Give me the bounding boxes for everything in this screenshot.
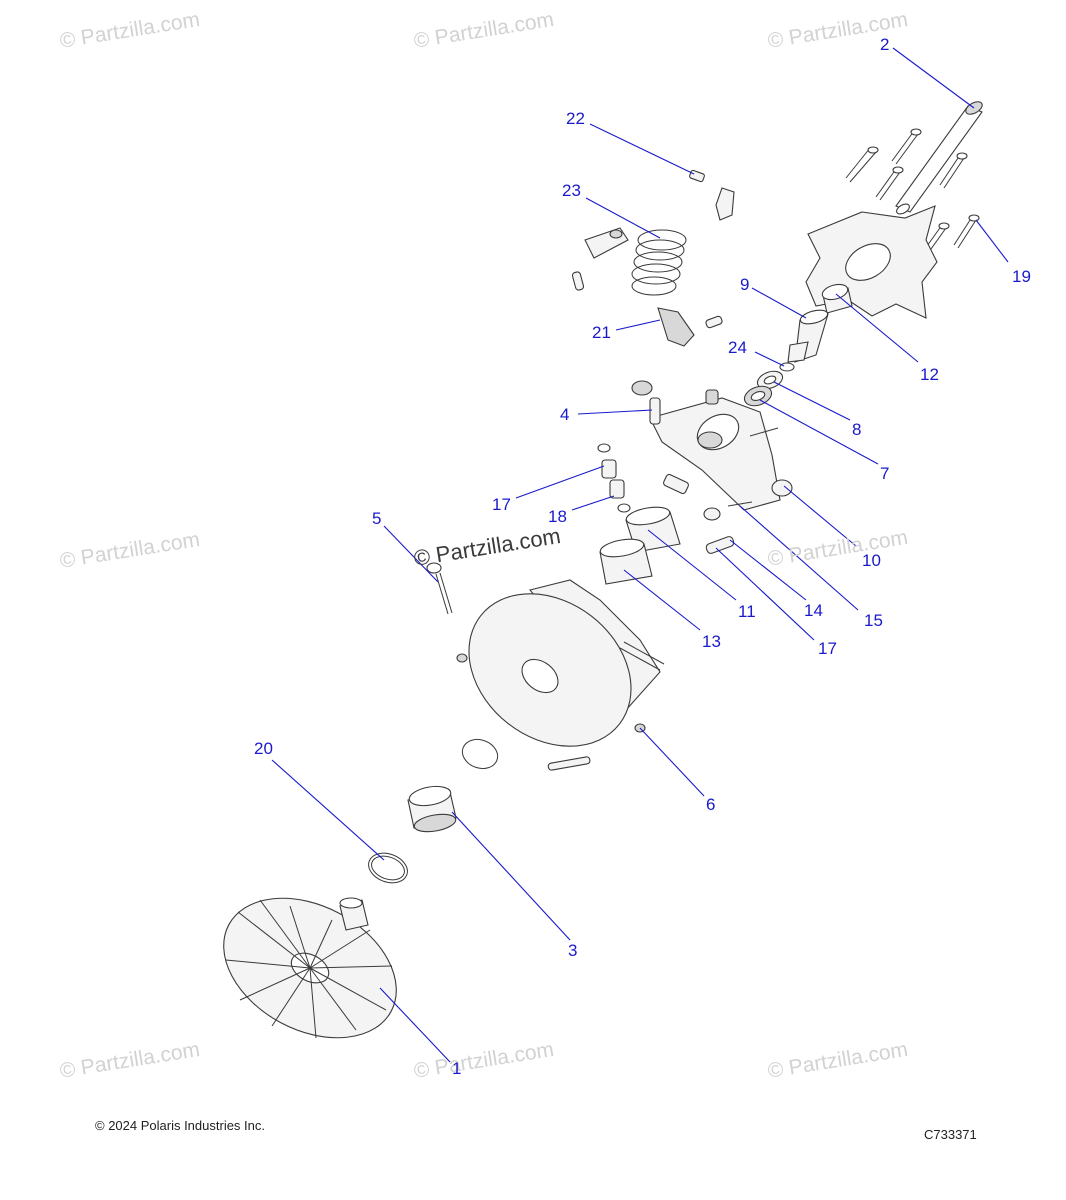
copyright-text: © 2024 Polaris Industries Inc. bbox=[95, 1118, 265, 1133]
part-17-18-small-pieces bbox=[597, 443, 631, 513]
part-9-shaft bbox=[787, 309, 829, 363]
small-bolts-group bbox=[845, 128, 980, 257]
o-ring bbox=[461, 738, 499, 770]
spider-housing bbox=[631, 380, 793, 521]
part-13-bushing bbox=[599, 538, 653, 585]
callout-21[interactable]: 21 bbox=[592, 323, 611, 342]
callout-17-lower[interactable]: 17 bbox=[818, 639, 837, 658]
diagram-code: C733371 bbox=[924, 1127, 977, 1142]
callout-13[interactable]: 13 bbox=[702, 632, 721, 651]
callout-18[interactable]: 18 bbox=[548, 507, 567, 526]
part-14-pin bbox=[705, 536, 735, 554]
callout-1[interactable]: 1 bbox=[452, 1059, 462, 1078]
callout-8[interactable]: 8 bbox=[852, 420, 862, 439]
callout-11[interactable]: 11 bbox=[738, 602, 756, 621]
part-11-bushing bbox=[625, 506, 681, 553]
callout-23[interactable]: 23 bbox=[562, 181, 581, 200]
callout-10[interactable]: 10 bbox=[862, 551, 881, 570]
callout-19[interactable]: 19 bbox=[1012, 267, 1031, 286]
callout-12[interactable]: 12 bbox=[920, 365, 939, 384]
callout-20[interactable]: 20 bbox=[254, 739, 273, 758]
part-12-bushing bbox=[821, 283, 853, 314]
callout-4[interactable]: 4 bbox=[560, 405, 570, 424]
callout-3[interactable]: 3 bbox=[568, 941, 578, 960]
part-8-7-washers bbox=[743, 370, 784, 407]
callout-14[interactable]: 14 bbox=[804, 601, 823, 620]
callout-9[interactable]: 9 bbox=[740, 275, 750, 294]
callout-22[interactable]: 22 bbox=[566, 109, 585, 128]
part-2-long-bolt bbox=[895, 101, 983, 215]
callout-2[interactable]: 2 bbox=[880, 35, 890, 54]
part-1-fixed-sheave bbox=[223, 897, 397, 1039]
callout-15[interactable]: 15 bbox=[864, 611, 883, 630]
callout-24[interactable]: 24 bbox=[728, 338, 747, 357]
callout-17-upper[interactable]: 17 bbox=[492, 495, 511, 514]
part-24-ring bbox=[779, 362, 795, 372]
callout-6[interactable]: 6 bbox=[706, 795, 716, 814]
part-23-springs bbox=[631, 229, 687, 296]
weight-top bbox=[584, 187, 735, 259]
callout-7[interactable]: 7 bbox=[880, 464, 890, 483]
part-20-o-ring bbox=[368, 852, 408, 884]
leader-lines bbox=[271, 47, 1009, 1063]
moveable-sheave bbox=[456, 579, 665, 771]
callout-5[interactable]: 5 bbox=[372, 509, 382, 528]
part-3-bushing bbox=[407, 785, 457, 833]
part-22-pin bbox=[689, 169, 705, 183]
part-21-weight bbox=[571, 271, 723, 347]
part-5-bolt bbox=[426, 562, 453, 615]
